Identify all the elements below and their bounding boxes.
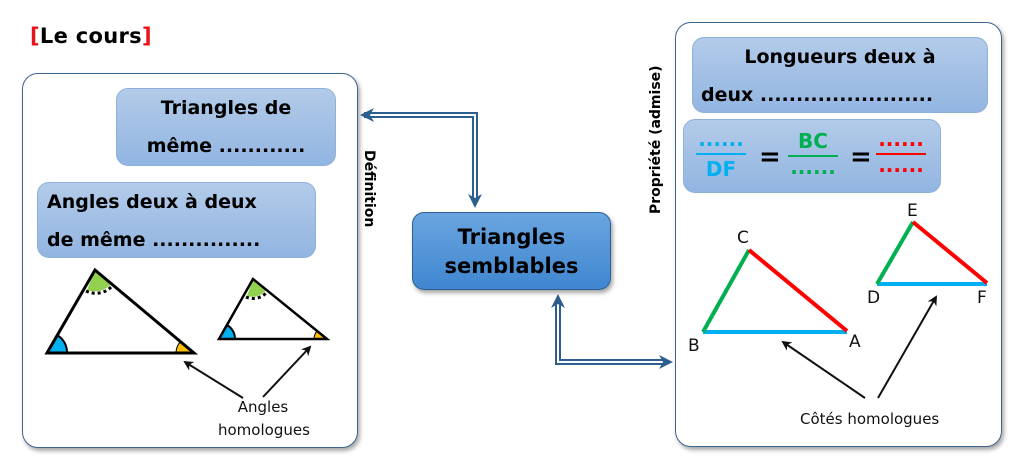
fraction1-denominator: DF	[705, 156, 737, 181]
point-label-e: E	[907, 201, 918, 221]
connector-arrowhead-left	[360, 108, 374, 122]
title-bracket-close: ]	[141, 24, 152, 48]
equal-angles-line1: Angles deux à deux	[47, 191, 257, 213]
fraction3-numerator: ......	[878, 127, 924, 151]
triangle-abc	[701, 248, 849, 334]
triangle-def	[875, 220, 989, 286]
point-label-a: A	[849, 332, 861, 352]
connector-arrowhead-right	[659, 355, 673, 369]
central-line1: Triangles	[457, 225, 566, 249]
ratio-fraction-1: ...... DF	[696, 127, 746, 181]
side-ef	[911, 220, 989, 285]
side-bc	[701, 249, 751, 333]
connector-property	[551, 294, 673, 369]
angle-arrow-1	[183, 360, 244, 399]
definition-label: Définition	[361, 150, 377, 228]
lengths-line2: deux ........................	[701, 84, 934, 106]
side-de	[875, 220, 915, 286]
title-bracket-open: [	[30, 24, 40, 48]
side-arrow-1	[781, 340, 866, 399]
angle-mark-dotted	[85, 283, 115, 295]
sides-annotation: Côtés homologues	[800, 410, 940, 428]
same-shape-line2: même ............	[146, 135, 306, 157]
angles-annotation: Angles homologues	[218, 396, 310, 442]
fraction2-denominator: ......	[790, 154, 836, 179]
same-shape-box: Triangles de même ............	[116, 88, 336, 166]
lengths-line1: Longueurs deux à	[744, 46, 936, 68]
same-shape-line1: Triangles de	[160, 97, 292, 119]
equal-angles-line2: de même ...............	[47, 229, 261, 251]
angles-annotation-line1: Angles	[237, 398, 289, 416]
title-text: Le cours	[39, 24, 142, 48]
ratio-box: ...... DF = BC ...... = ...... ......	[683, 119, 941, 193]
equals-sign-2: =	[850, 142, 872, 172]
ratio-fraction-3: ...... ......	[876, 127, 926, 177]
point-label-d: D	[867, 288, 881, 308]
similar-triangles-node: Triangles semblables	[412, 212, 611, 290]
fraction1-numerator: ......	[698, 127, 744, 151]
central-line2: semblables	[444, 254, 579, 278]
connector-arrowhead-up	[551, 294, 565, 308]
side-arrow-2	[877, 295, 937, 399]
connector-definition	[360, 108, 482, 208]
ratio-fraction-2: BC ......	[788, 129, 838, 179]
equal-angles-box: Angles deux à deux de même .............…	[37, 182, 316, 258]
large-triangle	[44, 267, 199, 355]
angle-arrow-2	[262, 345, 312, 398]
side-ca	[747, 248, 849, 333]
property-label: Propriété (admise)	[648, 65, 664, 214]
point-label-f: F	[977, 288, 987, 308]
angle-mark-dotted-small	[245, 290, 269, 300]
connector-arrowhead-down	[468, 194, 482, 208]
equals-sign-1: =	[759, 142, 781, 172]
fraction2-numerator: BC	[798, 129, 828, 153]
small-triangle	[216, 277, 331, 341]
proportional-lengths-box: Longueurs deux à deux ..................…	[692, 37, 988, 113]
fraction3-denominator: ......	[878, 152, 924, 177]
point-label-b: B	[688, 336, 700, 356]
lesson-title: [Le cours]	[30, 24, 152, 48]
angles-annotation-line2: homologues	[218, 421, 310, 439]
point-label-c: C	[737, 228, 749, 248]
